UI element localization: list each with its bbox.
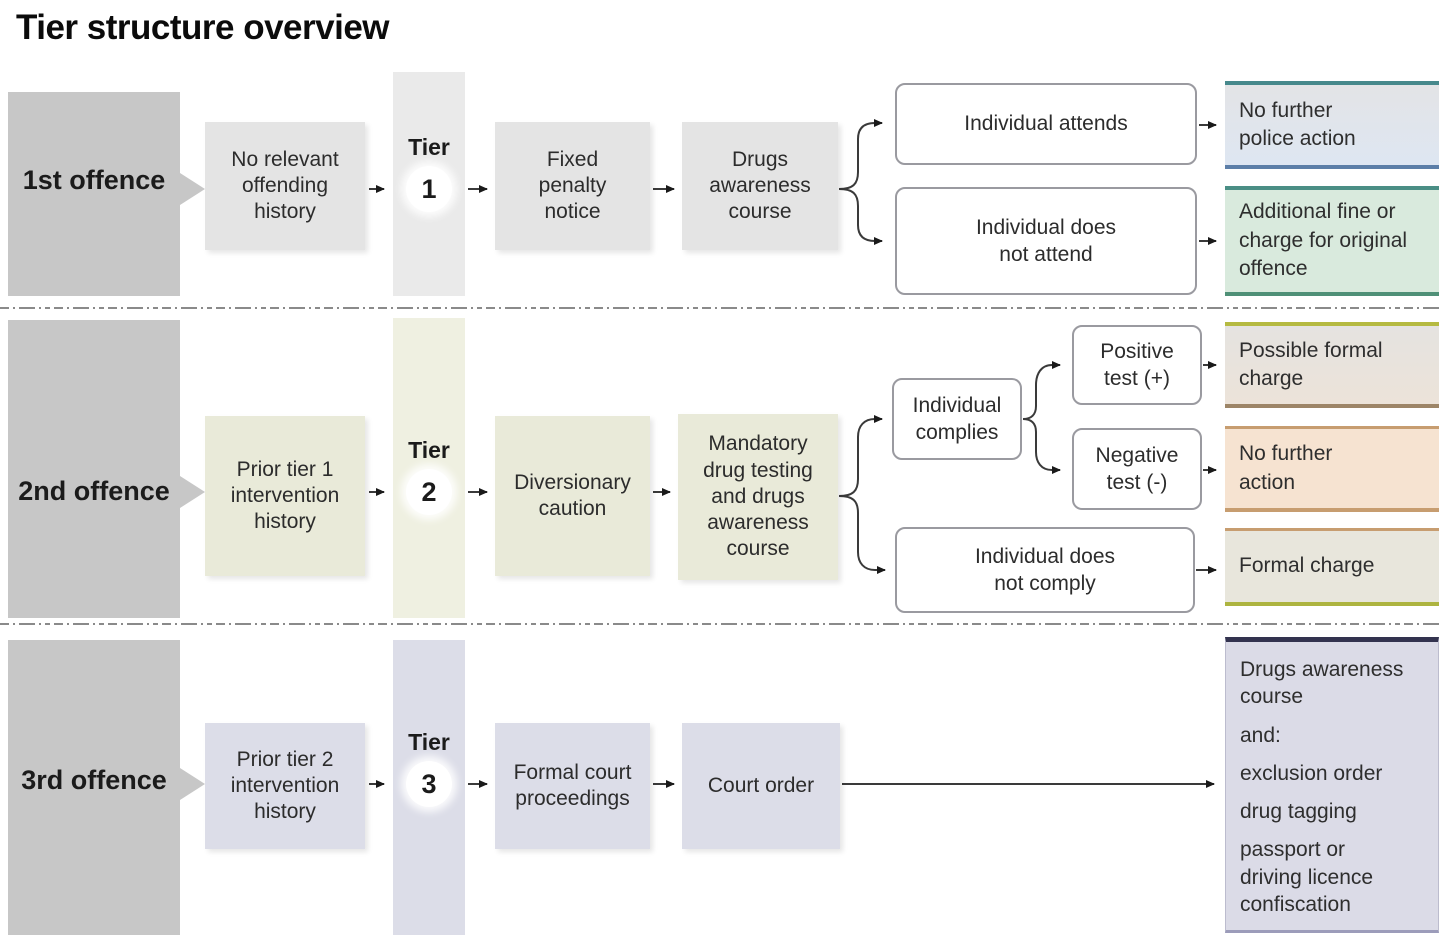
- history-box-2: Prior tier 1 intervention history: [205, 416, 365, 576]
- offence-box-3: 3rd offence: [8, 640, 180, 935]
- offence-pointer-3: [180, 768, 205, 800]
- stage3-box-2: Mandatory drug testing and drugs awarene…: [678, 414, 838, 580]
- tier-word-1: Tier: [408, 134, 450, 160]
- stage2-text-1: Fixed penalty notice: [538, 147, 607, 224]
- history-text-1: No relevant offending history: [231, 147, 339, 224]
- tier-strip-2: Tier 2: [393, 318, 465, 618]
- offence-box-1: 1st offence: [8, 92, 180, 296]
- offence-label-1: 1st offence: [22, 165, 166, 195]
- history-box-3: Prior tier 2 intervention history: [205, 723, 365, 849]
- history-text-2: Prior tier 1 intervention history: [230, 457, 340, 534]
- stage3-text-1: Drugs awareness course: [709, 147, 811, 224]
- outcome-possible-formal-charge: Possible formal charge: [1225, 322, 1439, 408]
- offence-box-2: 2nd offence: [8, 320, 180, 618]
- stage2-box-1: Fixed penalty notice: [495, 122, 650, 250]
- offence-label-2: 2nd offence: [18, 476, 170, 506]
- condition-not-comply-box: Individual does not comply: [895, 527, 1195, 613]
- outcome-line: and:: [1240, 723, 1281, 747]
- offence-label-3: 3rd offence: [21, 765, 167, 795]
- condition-not-attend-text: Individual does not attend: [975, 215, 1117, 266]
- stage3-text-2: Mandatory drug testing and drugs awarene…: [703, 432, 813, 561]
- page-title: Tier structure overview: [16, 8, 390, 47]
- history-text-3: Prior tier 2 intervention history: [230, 747, 340, 824]
- condition-attends-box: Individual attends: [895, 83, 1197, 165]
- stage3-text-3: Court order: [707, 773, 815, 797]
- condition-positive-test-text: Positive test (+): [1100, 339, 1174, 390]
- stage2-box-2: Diversionary caution: [495, 416, 650, 576]
- outcome-no-further-police-action: No further police action: [1225, 81, 1439, 169]
- condition-negative-test-text: Negative test (-): [1095, 443, 1179, 494]
- outcome-no-further-action: No further action: [1225, 426, 1439, 512]
- stage2-text-2: Diversionary caution: [514, 470, 631, 520]
- condition-complies-text: Individual complies: [912, 393, 1002, 444]
- stage3-box-3: Court order: [682, 723, 840, 849]
- offence-pointer-2: [180, 476, 205, 508]
- history-box-1: No relevant offending history: [205, 122, 365, 250]
- outcome-line: drug tagging: [1240, 800, 1357, 824]
- tier-number-1: 1: [406, 166, 452, 212]
- condition-not-attend-box: Individual does not attend: [895, 187, 1197, 295]
- stage2-text-3: Formal court proceedings: [513, 760, 632, 810]
- outcome-additional-fine: Additional fine or charge for original o…: [1225, 186, 1439, 296]
- condition-not-comply-text: Individual does not comply: [974, 544, 1116, 595]
- stage3-box-1: Drugs awareness course: [682, 122, 838, 250]
- tier-word-3: Tier: [408, 729, 450, 755]
- condition-complies-box: Individual complies: [892, 378, 1022, 460]
- condition-positive-test-box: Positive test (+): [1072, 325, 1202, 405]
- tier-strip-1: Tier 1: [393, 72, 465, 296]
- condition-attends-text: Individual attends: [964, 112, 1128, 136]
- outcome-court-order-conditions: Drugs awareness course and: exclusion or…: [1225, 637, 1439, 933]
- condition-negative-test-box: Negative test (-): [1072, 428, 1202, 510]
- outcome-line: Drugs awareness course: [1240, 658, 1404, 709]
- outcome-line: passport or driving licence confiscation: [1240, 838, 1374, 917]
- tier-number-3: 3: [406, 761, 452, 807]
- tier-number-2: 2: [406, 469, 452, 515]
- tier-word-2: Tier: [408, 437, 450, 463]
- outcome-line: exclusion order: [1240, 761, 1383, 785]
- stage2-box-3: Formal court proceedings: [495, 723, 650, 849]
- outcome-formal-charge: Formal charge: [1225, 528, 1439, 606]
- tier-strip-3: Tier 3: [393, 640, 465, 935]
- offence-pointer-1: [180, 173, 205, 205]
